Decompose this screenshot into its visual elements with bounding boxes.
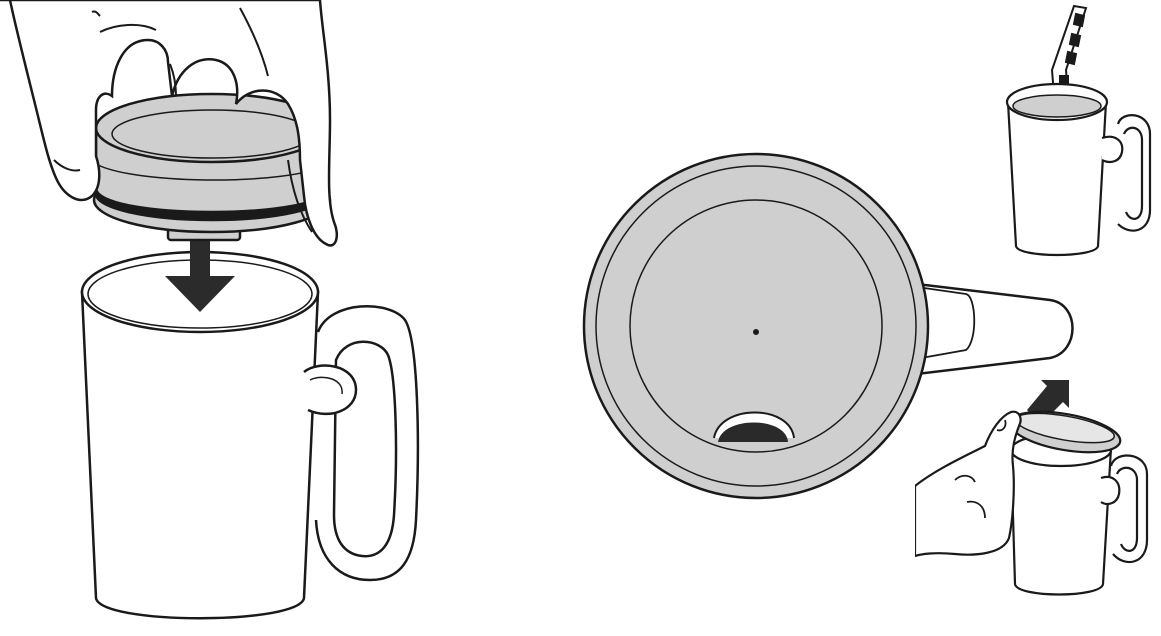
drink-with-straw-panel <box>990 0 1160 265</box>
hand-icon <box>915 412 1021 556</box>
mug-with-straw-illustration <box>990 0 1160 265</box>
attach-lid-panel <box>0 0 440 636</box>
small-mug-icon <box>1007 84 1150 255</box>
mug-icon <box>82 252 418 618</box>
open-lid-illustration <box>915 370 1161 636</box>
attach-lid-illustration <box>0 0 440 636</box>
lid-top-icon <box>584 154 928 498</box>
small-mug-icon <box>1011 434 1147 595</box>
open-flip-lid-panel <box>915 370 1161 636</box>
